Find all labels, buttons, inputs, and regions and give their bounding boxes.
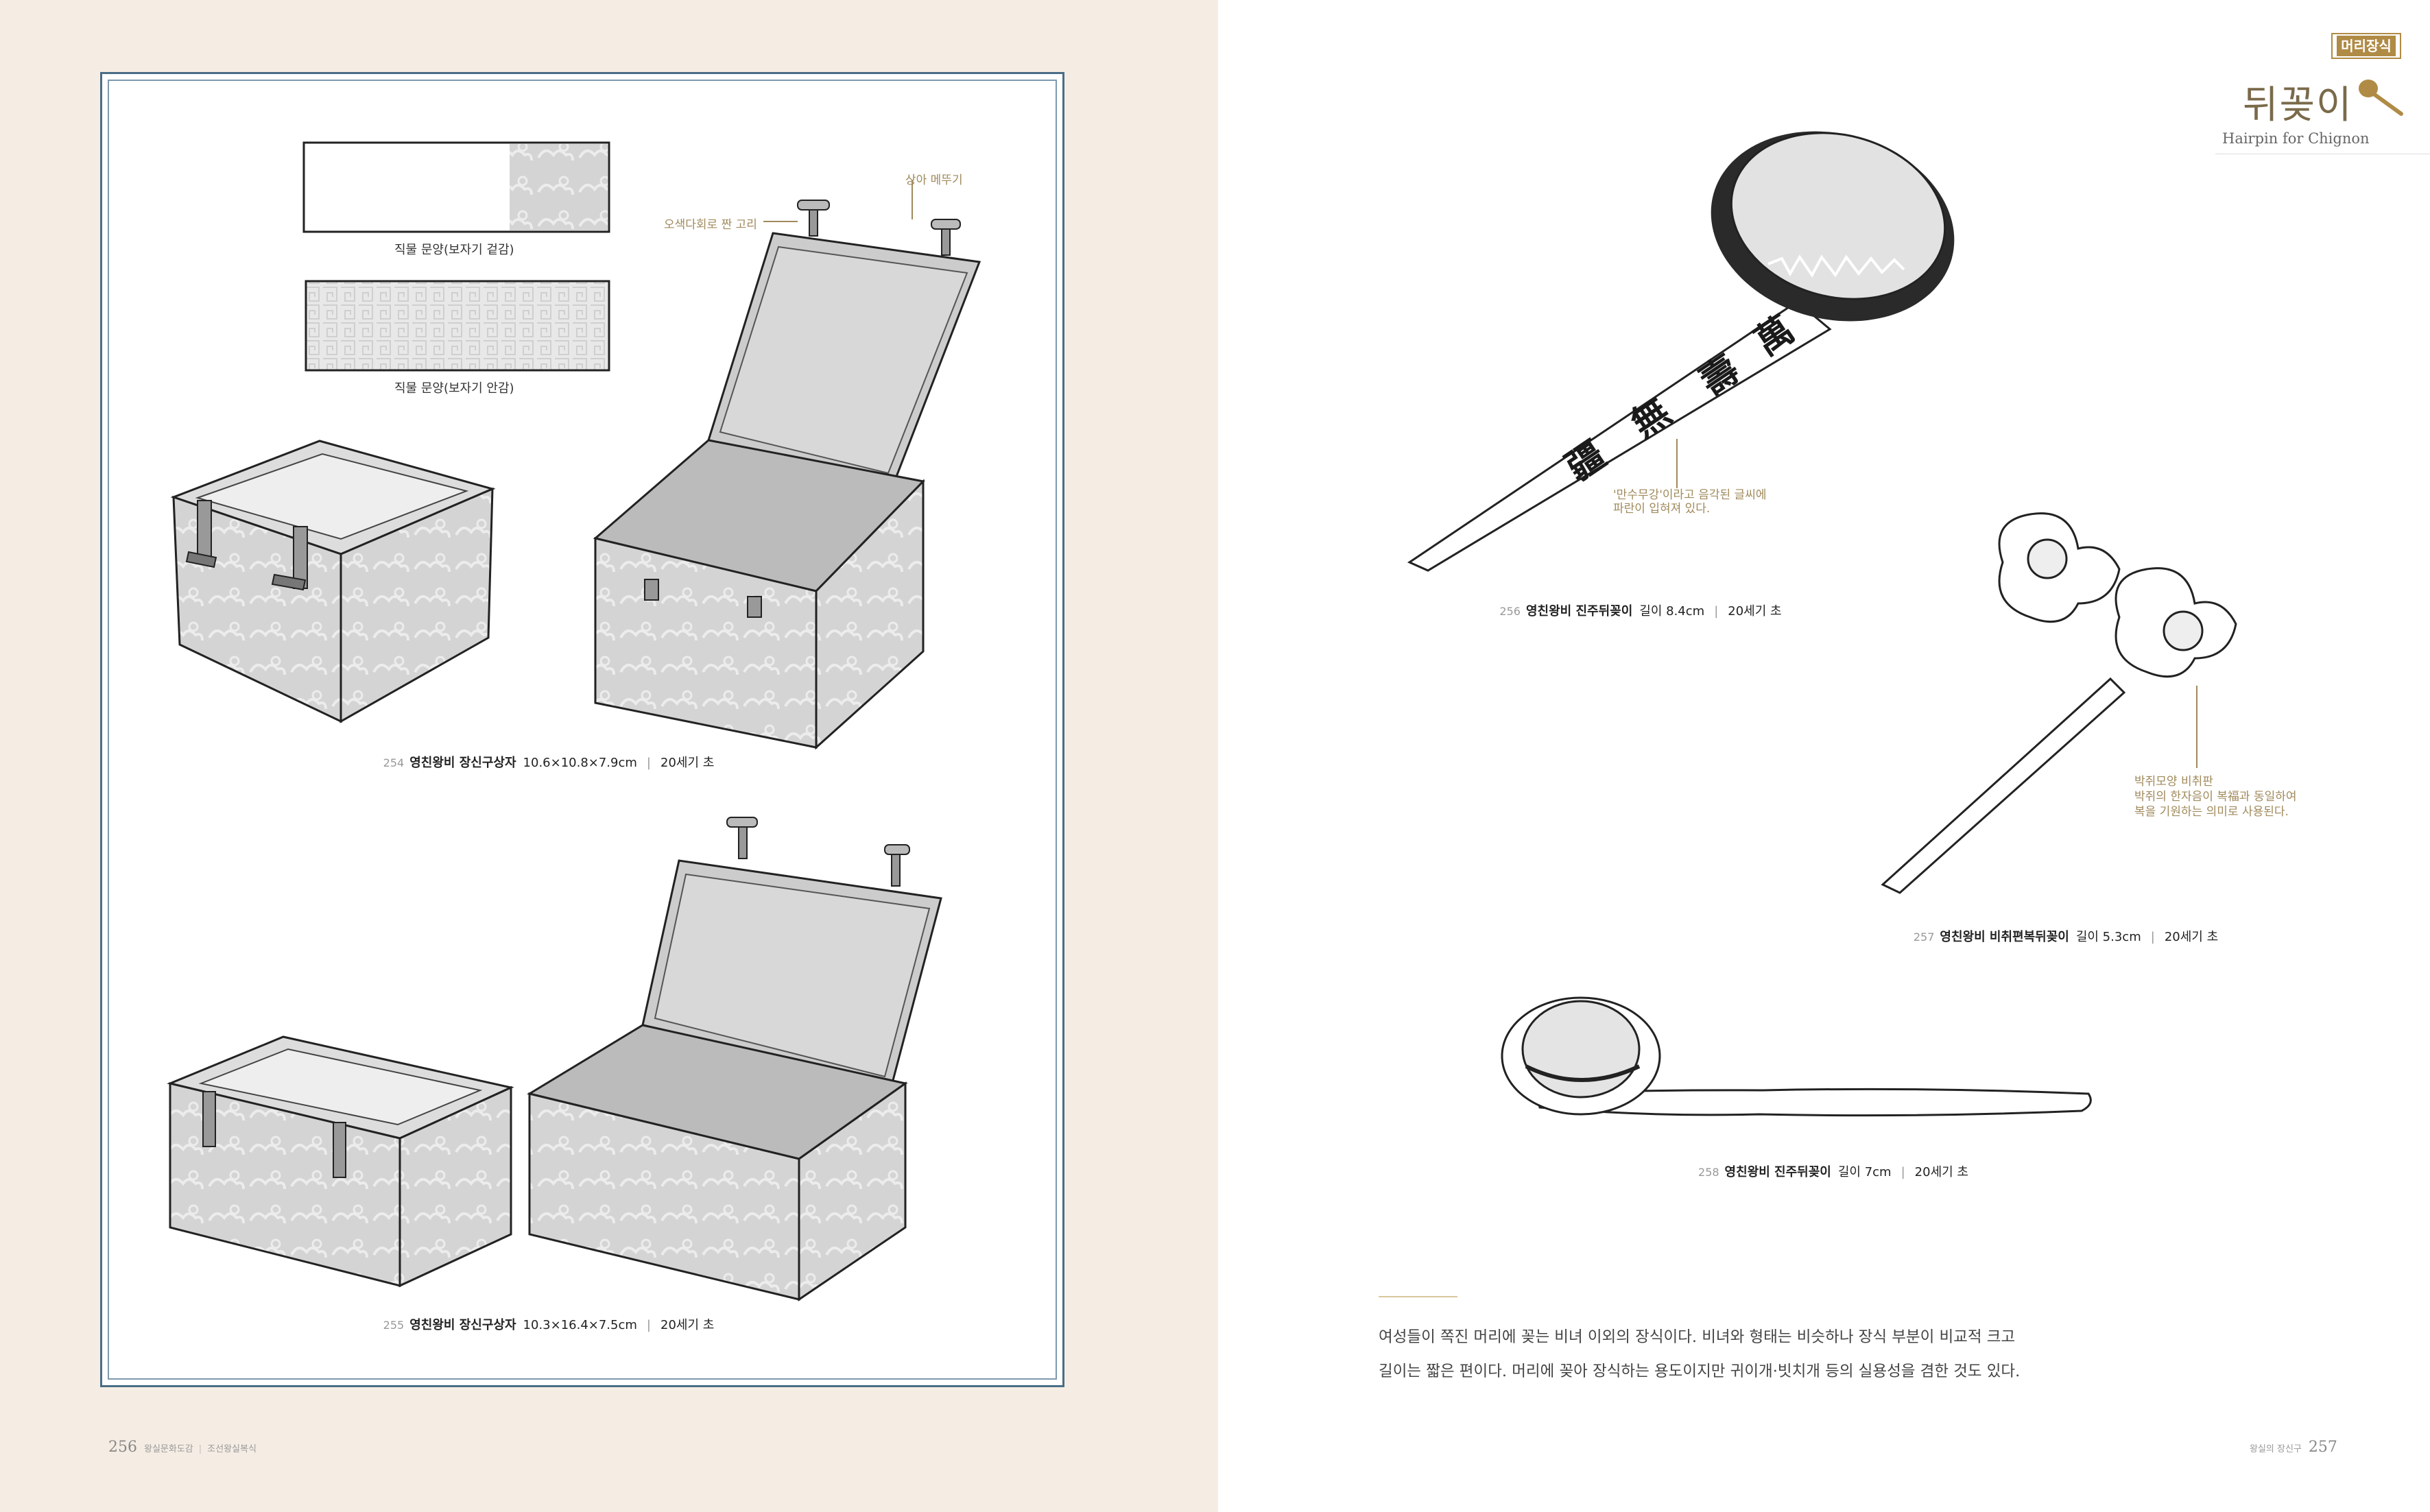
caption-number: 254: [383, 756, 405, 769]
label-outer-fabric: 직물 문양(보자기 겉감): [394, 243, 514, 257]
box-254-closed: [170, 440, 496, 723]
caption-separator: |: [646, 756, 652, 770]
section-tag-label: 머리장식: [2337, 36, 2396, 56]
box-illustrations: [167, 141, 981, 1301]
folio-section: 왕실의 장신구: [2250, 1444, 2302, 1454]
annotation-inscription-2: 파란이 입혀져 있다.: [1613, 502, 1711, 516]
caption-256: 256 영친왕비 진주뒤꽂이 길이 8.4cm | 20세기 초: [1499, 601, 1781, 619]
hairpin-258: [1501, 996, 2092, 1117]
caption-era: 20세기 초: [660, 756, 715, 770]
caption-separator: |: [646, 1318, 652, 1332]
caption-number: 258: [1698, 1166, 1719, 1179]
section-subtitle: Hairpin for Chignon: [2222, 130, 2370, 147]
box-255-open: [527, 817, 942, 1301]
caption-dims: 길이 5.3cm: [2075, 930, 2141, 944]
caption-era: 20세기 초: [2164, 930, 2219, 944]
left-page: 상아 메뚜기 오색다회로 짠 고리 직물 문양(보자기 겉감) 직물 문양(보자…: [0, 0, 1218, 1512]
caption-separator: |: [1714, 604, 1719, 619]
folio-separator: |: [198, 1444, 202, 1454]
annotation-bat-2: 박쥐의 한자음이 복福과 동일하여: [2134, 790, 2297, 804]
body-text: 여성들이 쪽진 머리에 꽂는 비녀 이외의 장식이다. 비녀와 형태는 비슷하나…: [1379, 1320, 2037, 1389]
caption-dims: 길이 8.4cm: [1639, 604, 1705, 619]
box-255-closed: [167, 1035, 514, 1288]
box-254-open: [593, 180, 981, 750]
section-tag: 머리장식: [2331, 33, 2401, 59]
body-rule: [1379, 1296, 1457, 1297]
caption-era: 20세기 초: [1728, 604, 1782, 619]
caption-257: 257 영친왕비 비취편복뒤꽂이 길이 5.3cm | 20세기 초: [1914, 927, 2218, 945]
folio-section: 조선왕실복식: [207, 1444, 257, 1454]
caption-separator: |: [1901, 1165, 1905, 1179]
folio-right: 왕실의 장신구 257: [2250, 1439, 2337, 1456]
caption-title: 영친왕비 장신구상자: [409, 756, 516, 770]
annotation-braided-loop: 오색다회로 짠 고리: [664, 218, 757, 232]
caption-dims: 10.3×16.4×7.5cm: [523, 1318, 637, 1332]
caption-number: 257: [1913, 931, 1935, 944]
caption-255: 255 영친왕비 장신구상자 10.3×16.4×7.5cm | 20세기 초: [383, 1315, 715, 1333]
caption-dims: 길이 7cm: [1837, 1165, 1892, 1179]
annotation-bat-3: 복을 기원하는 의미로 사용된다.: [2134, 805, 2289, 819]
annotation-bat-1: 박쥐모양 비취판: [2134, 775, 2213, 789]
caption-254: 254 영친왕비 장신구상자 10.6×10.8×7.9cm | 20세기 초: [383, 753, 715, 771]
caption-number: 256: [1499, 605, 1521, 618]
annotation-inscription-1: '만수무강'이라고 음각된 글씨에: [1613, 488, 1767, 502]
page-number: 257: [2308, 1439, 2337, 1456]
caption-title: 영친왕비 장신구상자: [409, 1318, 516, 1332]
body-line: 여성들이 쪽진 머리에 꽂는 비녀 이외의 장식이다. 비녀와 형태는 비슷하나…: [1379, 1328, 2016, 1346]
hairpin-256: 萬 壽 無 疆: [1407, 131, 1955, 572]
caption-title: 영친왕비 진주뒤꽂이: [1724, 1165, 1831, 1179]
caption-title: 영친왕비 비취편복뒤꽂이: [1940, 930, 2069, 944]
caption-258: 258 영친왕비 진주뒤꽂이 길이 7cm | 20세기 초: [1698, 1162, 1968, 1180]
caption-era: 20세기 초: [1914, 1165, 1968, 1179]
label-inner-fabric: 직물 문양(보자기 안감): [394, 381, 514, 396]
caption-era: 20세기 초: [660, 1318, 715, 1332]
page-number: 256: [108, 1439, 137, 1456]
annotation-ivory-hook: 상아 메뚜기: [905, 173, 963, 187]
section-title: 뒤꽂이: [2243, 83, 2353, 128]
body-line: 길이는 짧은 편이다. 머리에 꽂아 장식하는 용도이지만 귀이개·빗치개 등의…: [1379, 1363, 2021, 1380]
caption-separator: |: [2150, 930, 2155, 944]
hairpin-icon: [2359, 80, 2403, 116]
caption-title: 영친왕비 진주뒤꽂이: [1525, 604, 1633, 619]
illustration-frame-inner: [108, 80, 1057, 1380]
inner-fabric-swatch: [305, 280, 610, 372]
caption-number: 255: [383, 1319, 405, 1332]
folio-book: 왕실문화도감: [144, 1444, 193, 1454]
hairpin-257: [1881, 512, 2237, 894]
caption-dims: 10.6×10.8×7.9cm: [523, 756, 637, 770]
folio-left: 256 왕실문화도감 | 조선왕실복식: [108, 1439, 257, 1456]
